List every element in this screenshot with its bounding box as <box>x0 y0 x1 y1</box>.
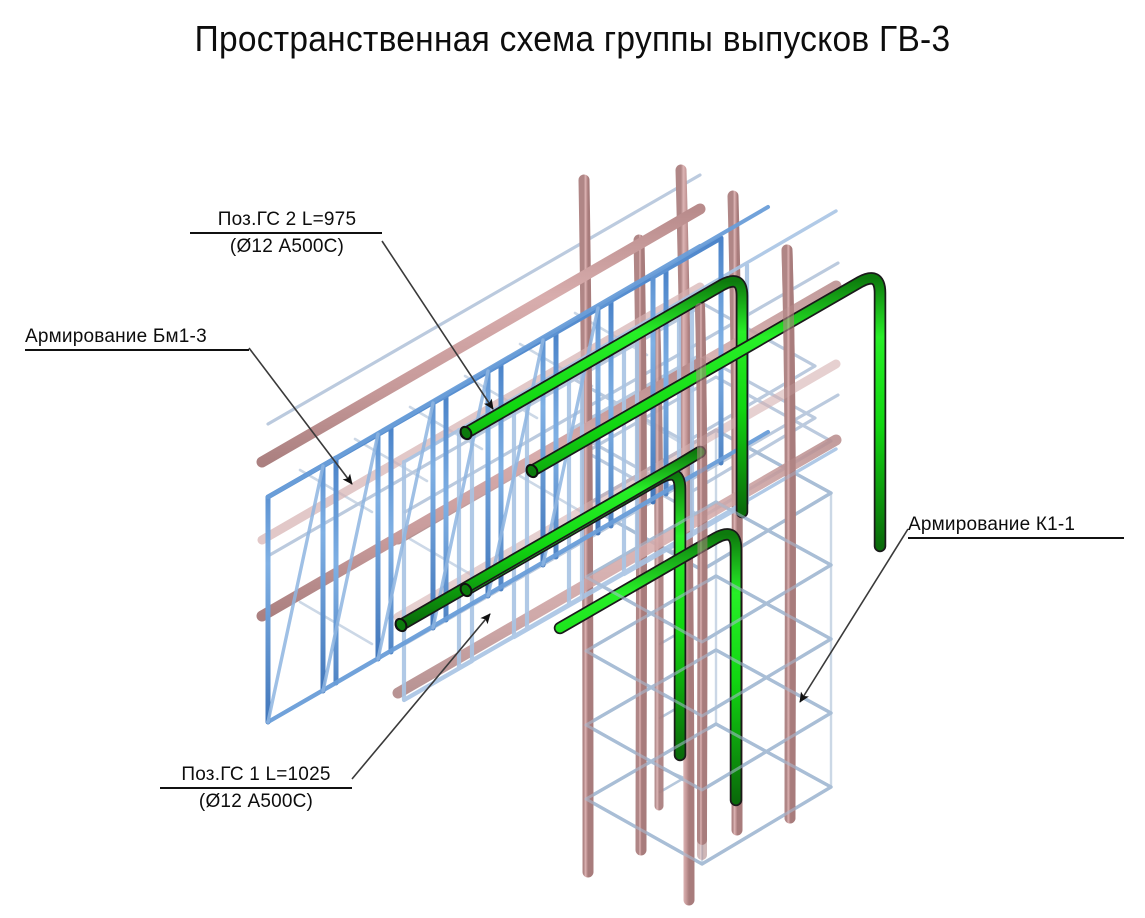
callout-beam-line1: Армирование Бм1-3 <box>25 326 207 347</box>
callout-column-line1: Армирование К1-1 <box>908 514 1076 535</box>
page-title: Пространственная схема группы выпусков Г… <box>194 18 951 59</box>
callout-gs1-line1: Поз.ГС 1 L=1025 <box>181 764 331 785</box>
callout-beam-underline <box>25 349 249 351</box>
leader-gs2 <box>381 240 494 410</box>
callout-gs2-line2: (Ø12 А500С) <box>229 236 345 257</box>
green-bar-gs1-back <box>394 445 743 807</box>
column-bars-foreground <box>695 244 796 860</box>
column-ties-foreground <box>584 500 833 866</box>
rebar-end-caps <box>394 425 539 633</box>
callout-column: Армирование К1-1 <box>908 513 1124 540</box>
green-bar-gs2-back <box>525 272 887 553</box>
leader-lines <box>248 240 909 780</box>
green-bar-gs2-front <box>459 275 749 519</box>
callout-column-underline <box>908 537 1124 539</box>
callout-gs1-underline <box>160 787 352 789</box>
callout-gs1-line2: (Ø12 А500С) <box>198 791 314 812</box>
green-rebar-group <box>394 272 887 807</box>
callout-gs2-line1: Поз.ГС 2 L=975 <box>217 209 357 230</box>
callout-gs1: Поз.ГС 1 L=1025 (Ø12 А500С) <box>160 763 352 813</box>
leader-gs1 <box>351 613 491 780</box>
callout-gs2: Поз.ГС 2 L=975 (Ø12 А500С) <box>190 208 382 258</box>
leader-column <box>799 528 909 703</box>
callout-gs2-underline <box>190 232 382 234</box>
beam-bottom-frame <box>266 205 770 724</box>
callout-beam: Армирование Бм1-3 <box>25 325 249 352</box>
leader-beam <box>248 347 353 485</box>
